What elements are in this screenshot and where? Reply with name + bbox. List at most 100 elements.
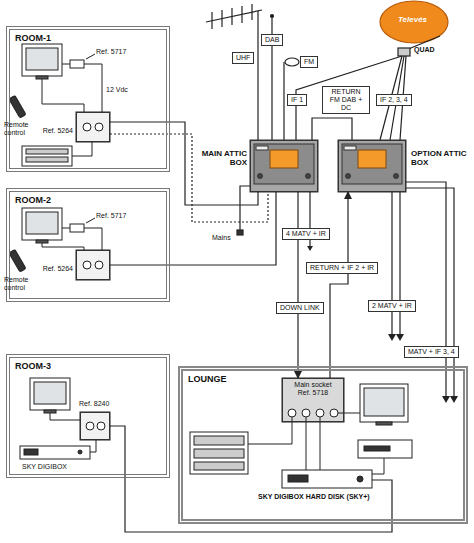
hifi-deck (26, 149, 68, 154)
cable (62, 228, 70, 229)
signal-label: IF 1 (287, 94, 307, 106)
yagi-boom (206, 10, 262, 22)
room1-equipment (9, 44, 110, 166)
amplifier-knob (346, 174, 351, 179)
amplifier-knob (258, 174, 263, 179)
sky-plus-button (357, 476, 363, 482)
remote-control (9, 249, 26, 272)
amplifier-box: MAIN ATTIC BOX (250, 140, 318, 192)
part-ref: Ref. 5717 (96, 212, 126, 220)
device-label: SKY DIGIBOX (22, 463, 67, 471)
amplifier-housing (338, 140, 406, 192)
ir-extender (70, 224, 84, 232)
yagi-element (211, 12, 212, 29)
signal-label: 2 MATV + IR (368, 300, 416, 312)
cable (372, 458, 384, 474)
cable (42, 243, 84, 250)
yagi-element (221, 10, 222, 27)
video-recorder (358, 440, 412, 458)
room-frame: ROOM-1Ref. 5264 (6, 26, 170, 172)
socket-outlet (330, 409, 338, 417)
uhf-cable (257, 11, 258, 140)
tv-set (22, 44, 62, 76)
arrowhead (388, 334, 396, 341)
mains-cable (240, 186, 250, 230)
amplifier-display (358, 150, 386, 168)
connector-label: RETURN + IF 2 + IR (306, 262, 378, 274)
socket-outlet (302, 409, 310, 417)
room3-equipment (20, 378, 110, 459)
arrowhead (442, 396, 450, 403)
socket-outlet (95, 123, 103, 131)
antennas (206, 1, 448, 140)
ir-extender (70, 60, 84, 68)
hifi-unit (190, 432, 248, 474)
room-frame: ROOM-3Ref. 8240 (6, 354, 170, 478)
attic-boxes (250, 140, 406, 192)
cables (110, 134, 454, 532)
signal-label: DAB (261, 34, 283, 46)
hifi-deck (194, 462, 244, 470)
cable (62, 64, 70, 65)
amplifier-logo (256, 146, 268, 150)
signal-connector (330, 192, 348, 378)
ir-cable (110, 134, 268, 222)
hifi-deck (194, 449, 244, 458)
box-title: MAIN ATTIC BOX (201, 149, 247, 167)
arrowhead (396, 334, 404, 341)
room-title: ROOM-1 (10, 30, 166, 46)
wall-plate (76, 112, 110, 142)
leader-line (86, 54, 95, 59)
fm-cable (283, 62, 284, 140)
room-title: ROOM-3 (10, 358, 166, 374)
amplifier-housing (250, 140, 318, 192)
main-socket: Main socket Ref. 5718 (282, 378, 344, 422)
signal-connector (110, 122, 258, 205)
dc-cable (84, 64, 102, 112)
sky-plus-display (288, 475, 308, 482)
digibox (20, 446, 90, 459)
socket-outlet (83, 123, 91, 131)
part-ref: Ref. 5717 (96, 48, 126, 56)
voltage-label: 12 Vdc (106, 86, 128, 94)
wall-socket: Ref. 8240 (80, 412, 110, 440)
tv-screen (364, 388, 404, 416)
part-ref: Ref. 5264 (39, 127, 73, 135)
wall-socket: Ref. 5264 (76, 112, 110, 142)
signal-label: UHF (232, 52, 254, 64)
tv-set (30, 378, 70, 410)
part-ref: Ref. 5264 (39, 265, 73, 273)
signal-label: IF 2, 3, 4 (376, 94, 412, 106)
main-socket-plate (282, 378, 344, 422)
amplifier-panel (254, 144, 314, 184)
wall-socket: Ref. 5264 (76, 250, 110, 280)
hifi-unit (22, 146, 72, 166)
socket-outlet (316, 409, 324, 417)
box-title: OPTION ATTIC BOX (411, 149, 469, 167)
socket-outlet (97, 422, 105, 430)
leader-line (86, 218, 95, 223)
connector-label: RETURN FM DAB + DC (322, 86, 370, 114)
video-slot (364, 446, 390, 451)
signal-connector (312, 118, 352, 140)
signal-label: 4 MATV + IR (282, 228, 330, 240)
hifi-deck (26, 157, 68, 162)
device-label: SKY DIGIBOX HARD DISK (SKY+) (258, 493, 370, 501)
signal-label: MATV + IF 3, 4 (404, 346, 459, 358)
hifi-deck (194, 436, 244, 445)
cable (320, 417, 321, 470)
room3-feed-cable (110, 426, 392, 532)
wall-plate (76, 250, 110, 280)
dc-cable (84, 228, 102, 250)
output-cable (406, 188, 454, 396)
yagi-element (251, 4, 252, 20)
cable (42, 79, 84, 112)
output-cable (399, 192, 400, 334)
tv-screen (26, 48, 58, 70)
tv-stand (44, 410, 56, 413)
tv-stand (36, 240, 48, 243)
socket-outlet (86, 422, 94, 430)
room2-equipment (9, 208, 110, 280)
fm-antenna (285, 58, 299, 66)
